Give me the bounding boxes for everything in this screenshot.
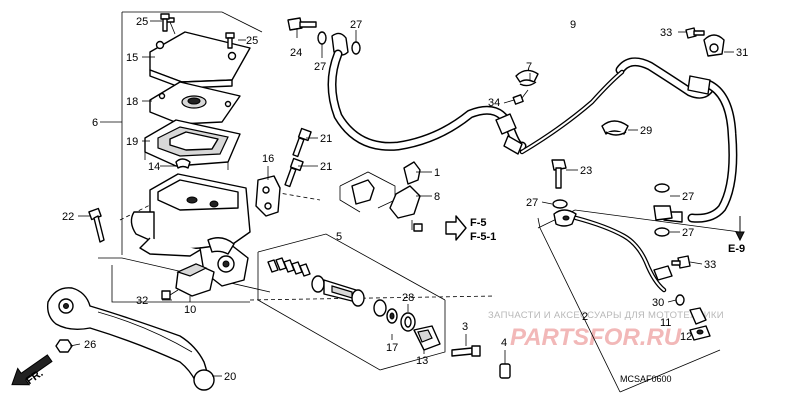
watermark-logo: PARTSFOR.RU: [510, 324, 682, 351]
callout-23: 23: [580, 165, 592, 177]
callout-13: 13: [416, 355, 428, 367]
piston-set-outline: [257, 233, 446, 371]
oil-bolt-24: [287, 17, 317, 31]
front-direction-arrow: [11, 354, 53, 386]
master-cylinder-body: [130, 173, 251, 287]
callout-24: 24: [290, 47, 302, 59]
lower-pipe-group-outline: [537, 209, 741, 393]
callout-20: 20: [224, 371, 236, 383]
callout-16: 16: [262, 153, 274, 165]
callout-18: 18: [126, 96, 138, 108]
holder-16: [255, 175, 281, 217]
callout-1: 1: [434, 167, 440, 179]
push-rod: [451, 345, 481, 357]
bolt-22: [88, 207, 105, 243]
diaphragm: [144, 119, 241, 170]
reference-f5-1: F-5-1: [470, 231, 496, 243]
banjo-fitting-lower: [553, 209, 577, 227]
screw-25-top: [160, 13, 170, 32]
washer-27-right: [351, 41, 361, 55]
clutch-hose: [327, 49, 738, 223]
callout-27-left: 27: [314, 61, 326, 73]
bolt-21-upper: [292, 127, 312, 158]
leader-lines: [69, 20, 734, 377]
piston-seals: [386, 308, 416, 332]
reference-f5: F-5: [470, 217, 487, 229]
callout-27-lower-right-top: 27: [682, 191, 694, 203]
callout-27-lower-right-bottom: 27: [682, 227, 694, 239]
dust-cap: [499, 363, 511, 379]
hose-clamp-7: [515, 69, 539, 87]
clutch-switch: [161, 263, 215, 300]
bolt-33-lower: [671, 255, 691, 269]
washer-27-left: [317, 31, 327, 45]
nut-26: [55, 339, 73, 353]
piston: [311, 275, 387, 317]
callout-25-right: 25: [246, 35, 258, 47]
callout-9: 9: [570, 19, 576, 31]
callout-3: 3: [462, 321, 468, 333]
diaphragm-plate: [149, 81, 241, 125]
hose-joint-assembly: [339, 161, 423, 232]
reference-labels: F-5 F-5-1 E-9: [470, 217, 745, 255]
callout-21-upper: 21: [320, 133, 332, 145]
reference-arrow-e9: [735, 216, 745, 242]
callout-6: 6: [92, 117, 98, 129]
diagram-code: MCSAF0600: [620, 374, 672, 384]
watermark-text: ЗАПЧАСТИ И АКСЕССУАРЫ ДЛЯ МОТОТЕХНИКИ: [488, 310, 724, 321]
callout-25-top: 25: [136, 16, 148, 28]
callout-14: 14: [148, 161, 160, 173]
slave-cylinder-fittings: [675, 294, 711, 341]
reference-e9: E-9: [728, 243, 745, 255]
callout-5: 5: [336, 231, 342, 243]
callout-labels: 25 25 15 18 19 6 14 22 24 27 27 21 21 16…: [62, 16, 748, 383]
callout-33-upper: 33: [660, 27, 672, 39]
callout-12: 12: [680, 331, 692, 343]
return-spring: [267, 257, 311, 277]
callout-7: 7: [526, 61, 532, 73]
bolt-23: [551, 159, 567, 189]
callout-21-lower: 21: [320, 161, 332, 173]
float-clip: [175, 158, 191, 169]
washers-27-right-stack: [653, 183, 673, 237]
reference-arrow-f5: [445, 215, 467, 241]
callout-22: 22: [62, 211, 74, 223]
callout-31: 31: [736, 47, 748, 59]
callout-30: 30: [652, 297, 664, 309]
callout-29: 29: [640, 125, 652, 137]
callout-33-lower: 33: [704, 259, 716, 271]
callout-32: 32: [136, 295, 148, 307]
bolt-21-lower: [284, 157, 304, 188]
callout-4: 4: [501, 337, 507, 349]
callout-27-lower-left: 27: [526, 197, 538, 209]
master-cylinder-group-outline: [98, 11, 496, 303]
callout-28: 28: [402, 292, 414, 304]
clutch-lever: [46, 287, 215, 391]
callout-34: 34: [488, 97, 500, 109]
clip-31: [703, 34, 725, 57]
callout-19: 19: [126, 136, 138, 148]
callout-26: 26: [84, 339, 96, 351]
dust-boot: [413, 325, 441, 351]
clutch-pipe-2: [573, 215, 673, 293]
callout-2: 2: [582, 311, 588, 323]
callout-11: 11: [660, 317, 671, 329]
callout-10: 10: [184, 304, 196, 316]
screw-25-right: [225, 32, 235, 49]
washer-27-lower: [552, 199, 568, 209]
watermark: ЗАПЧАСТИ И АКСЕССУАРЫ ДЛЯ МОТОТЕХНИКИ PA…: [488, 310, 724, 351]
bolt-33-upper: [685, 27, 705, 39]
callout-27-top: 27: [350, 19, 362, 31]
callout-15: 15: [126, 52, 138, 64]
callout-17: 17: [386, 342, 398, 354]
screw-34: [512, 89, 529, 105]
hose-clamp-29: [601, 120, 629, 136]
callout-8: 8: [434, 191, 440, 203]
